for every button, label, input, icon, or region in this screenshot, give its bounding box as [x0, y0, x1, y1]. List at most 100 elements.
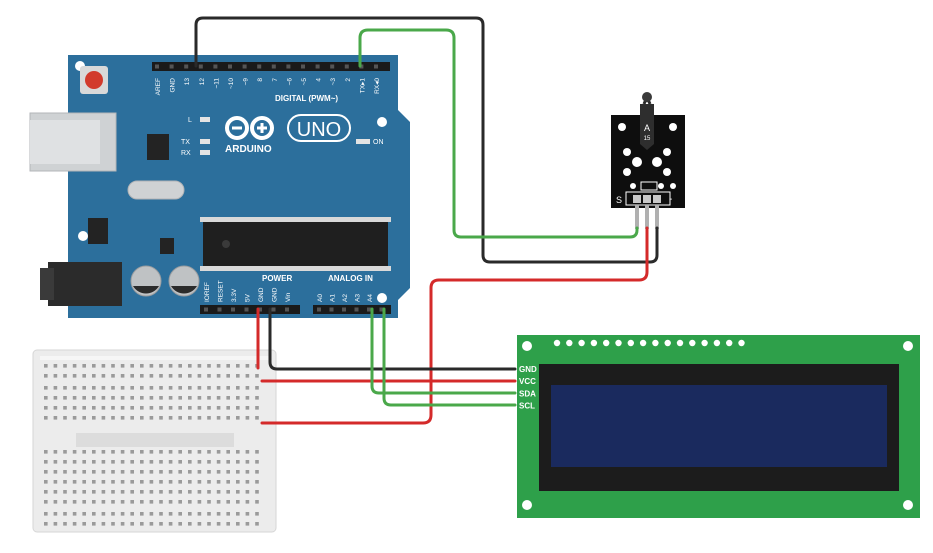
breadboard-hole [72, 522, 77, 526]
breadboard-hole [44, 480, 48, 484]
lcd-header-pad [603, 339, 610, 347]
breadboard-hole [245, 450, 250, 454]
breadboard-hole [44, 416, 48, 420]
breadboard-hole [226, 364, 230, 368]
breadboard-hole [44, 386, 48, 390]
breadboard-hole [255, 406, 259, 410]
sensor-pin-minus: - [669, 194, 672, 205]
breadboard-hole [111, 416, 115, 420]
breadboard-hole [197, 364, 202, 368]
breadboard-hole [149, 522, 154, 526]
breadboard-hole [197, 450, 202, 454]
breadboard-hole [101, 490, 106, 494]
breadboard-hole [82, 386, 86, 390]
header-socket [244, 307, 249, 312]
breadboard-hole [149, 470, 154, 474]
header-socket [285, 307, 289, 312]
breadboard-hole [53, 396, 58, 400]
breadboard-hole [197, 470, 202, 474]
breadboard-hole [236, 374, 240, 378]
breadboard-hole [159, 406, 163, 410]
breadboard-hole [178, 364, 182, 368]
breadboard-hole [101, 364, 106, 368]
breadboard-hole [140, 396, 144, 400]
lcd-header-pad [689, 339, 696, 347]
breadboard-hole [120, 450, 125, 454]
wire-a4-to-lcd-sda [370, 307, 517, 395]
breadboard-hole [130, 416, 134, 420]
breadboard-hole [72, 406, 77, 410]
breadboard-hole [130, 522, 134, 526]
breadboard-hole [63, 396, 67, 400]
breadboard-hole [168, 364, 173, 368]
breadboard-hole [72, 416, 77, 420]
breadboard-hole [101, 460, 106, 464]
header-socket [213, 64, 218, 69]
digital-pin-label-6: ~9 [243, 78, 250, 86]
lcd-header-pad [713, 339, 721, 347]
breadboard-hole [130, 512, 134, 516]
breadboard-hole [53, 512, 58, 516]
breadboard-hole [63, 450, 67, 454]
breadboard-hole [216, 460, 221, 464]
breadboard-hole [72, 386, 77, 390]
breadboard-hole [120, 364, 125, 368]
breadboard-hole [111, 480, 115, 484]
breadboard-hole [178, 396, 182, 400]
breadboard-hole [255, 470, 259, 474]
breadboard-hole [82, 364, 86, 368]
breadboard-hole [207, 480, 211, 484]
lcd-header-pad [639, 339, 647, 347]
breadboard-hole [92, 364, 96, 368]
breadboard-hole [149, 386, 154, 390]
breadboard-hole [63, 500, 67, 504]
breadboard-hole [120, 500, 125, 504]
breadboard-hole [245, 522, 250, 526]
breadboard-hole [236, 450, 240, 454]
breadboard-hole [255, 450, 259, 454]
breadboard-hole [168, 522, 173, 526]
breadboard-hole [245, 406, 250, 410]
breadboard-hole [111, 386, 115, 390]
breadboard-hole [149, 364, 154, 368]
breadboard-hole [53, 450, 58, 454]
header-socket [184, 64, 189, 69]
breadboard-hole [72, 396, 77, 400]
breadboard-hole [178, 416, 182, 420]
breadboard-hole [44, 460, 48, 464]
breadboard-hole [63, 460, 67, 464]
breadboard-hole [130, 386, 134, 390]
breadboard-hole [82, 522, 86, 526]
header-socket [198, 64, 203, 69]
header-socket [231, 307, 235, 312]
breadboard-hole [130, 364, 134, 368]
lcd-screen [551, 385, 887, 467]
breadboard-hole [255, 480, 259, 484]
breadboard-hole [44, 450, 48, 454]
breadboard-hole [197, 522, 202, 526]
breadboard-hole [207, 490, 211, 494]
breadboard-hole [111, 490, 115, 494]
power-pin-label-5: GND [272, 287, 279, 302]
breadboard-hole [236, 512, 240, 516]
power-pin-label-2: 3.3V [231, 288, 238, 302]
breadboard-hole [245, 364, 250, 368]
breadboard-hole [168, 396, 173, 400]
digital-pin-label-5: ~10 [228, 78, 235, 89]
header-socket [330, 64, 335, 69]
breadboard-hole [101, 374, 106, 378]
breadboard-hole [130, 450, 134, 454]
breadboard-hole [255, 396, 259, 400]
wire-signal-d2-to-sensor [358, 28, 639, 239]
breadboard-hole [111, 512, 115, 516]
digital-pin-label-10: ~5 [301, 78, 308, 86]
breadboard-hole [226, 460, 230, 464]
breadboard-hole [216, 364, 221, 368]
power-pin-label-6: Vin [285, 292, 292, 302]
lcd-header-pad [652, 339, 659, 347]
uno-badge [287, 114, 351, 142]
wire-gnd-arduino-to-sensor [194, 16, 659, 264]
breadboard-hole [111, 470, 115, 474]
analog-pin-label-2: A2 [342, 294, 349, 302]
